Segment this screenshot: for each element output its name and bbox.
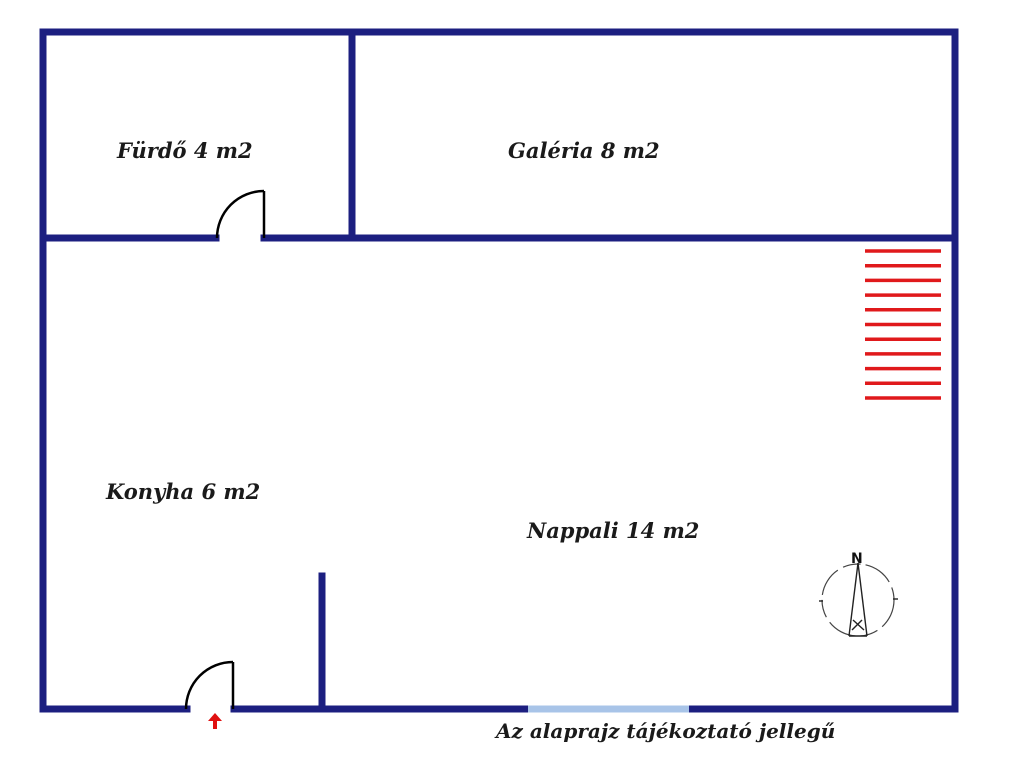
compass-icon [819, 562, 898, 637]
compass-north-letter: N [851, 551, 863, 567]
entrance-arrow-icon [208, 713, 222, 729]
room-label-gallery: Galéria 8 m2 [508, 138, 660, 163]
door-bathroom [215, 189, 266, 239]
room-label-living: Nappali 14 m2 [526, 518, 699, 543]
disclaimer-note: Az alaprajz tájékoztató jellegű [494, 719, 835, 743]
stairs [865, 249, 941, 400]
walls [39, 28, 959, 713]
door-entrance [184, 660, 235, 710]
room-label-bath: Fürdő 4 m2 [116, 138, 253, 163]
room-label-kitchen: Konyha 6 m2 [105, 479, 260, 504]
